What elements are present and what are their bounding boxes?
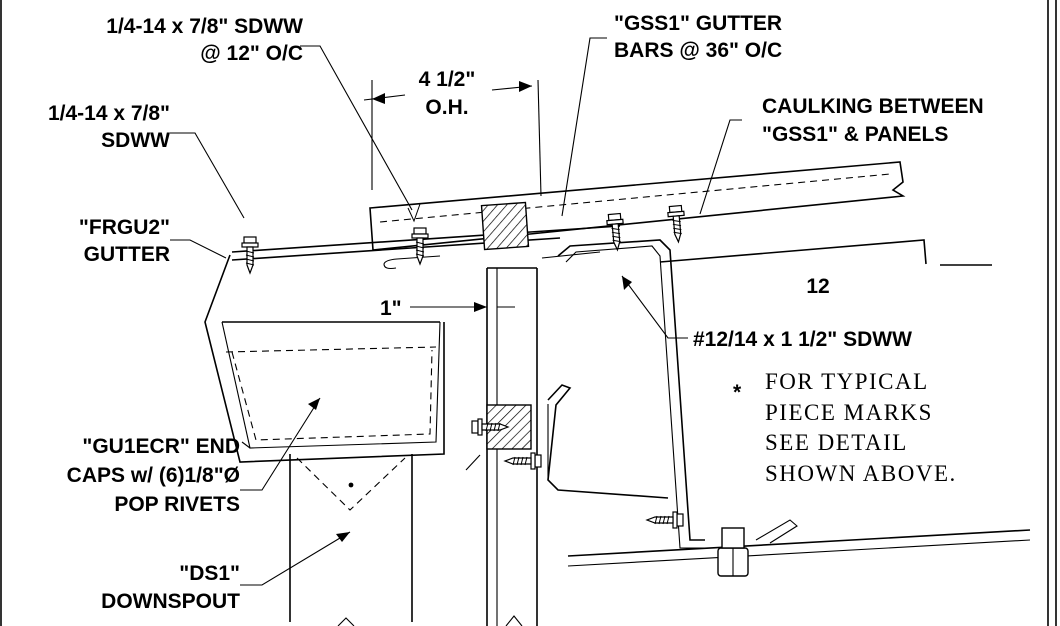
wall-column: [465, 251, 601, 626]
wood-block-top: [480, 201, 530, 251]
note-line2: PIECE MARKS: [765, 400, 933, 425]
screw-horizontal: [504, 452, 542, 470]
label-downspout-line2: DOWNSPOUT: [101, 590, 240, 613]
screw-left: [241, 236, 259, 274]
typical-piece-marks-note: * FOR TYPICAL PIECE MARKS SEE DETAIL SHO…: [733, 369, 957, 486]
label-overhang: 4 1/2" O.H.: [419, 68, 476, 119]
screw-caulking: [666, 204, 688, 244]
label-downspout: "DS1" DOWNSPOUT: [101, 562, 240, 613]
gap-dimension: [410, 302, 515, 312]
note-asterisk: *: [733, 381, 742, 404]
label-end-caps: "GU1ECR" END CAPS w/ (6)1/8"Ø POP RIVETS: [67, 435, 240, 516]
overhang-dimension: [363, 79, 542, 197]
label-overhang-line1: 4 1/2": [419, 68, 476, 91]
label-caulking-line1: CAULKING BETWEEN: [762, 95, 984, 118]
label-screw-left: 1/4-14 x 7/8" SDWW: [48, 102, 170, 152]
label-gutter-bars: "GSS1" GUTTER BARS @ 36" O/C: [614, 12, 782, 62]
note-line1: FOR TYPICAL: [765, 369, 929, 394]
label-end-caps-line1: "GU1ECR" END: [82, 435, 240, 458]
label-screw-oc-line2: @ 12" O/C: [200, 42, 303, 65]
gss1-gutter-bar: [547, 239, 705, 549]
note-line4: SHOWN ABOVE.: [765, 461, 957, 486]
label-screw-oc-line1: 1/4-14 x 7/8" SDWW: [106, 15, 303, 38]
label-screw-oc: 1/4-14 x 7/8" SDWW @ 12" O/C: [106, 15, 303, 65]
wood-block-wall: [486, 404, 532, 450]
bolt-nut: [717, 527, 749, 577]
label-screw-left-line1: 1/4-14 x 7/8": [48, 102, 170, 125]
label-caulking: CAULKING BETWEEN "GSS1" & PANELS: [762, 95, 984, 146]
screw-bracket: [605, 212, 627, 252]
label-downspout-line1: "DS1": [179, 562, 240, 585]
label-gap: 1": [380, 297, 402, 320]
note-line3: SEE DETAIL: [765, 430, 908, 455]
label-overhang-line2: O.H.: [425, 96, 468, 119]
label-gutter: "FRGU2" GUTTER: [79, 216, 170, 266]
screw-bottom: [646, 511, 684, 529]
frgu2-gutter: [204, 254, 445, 463]
label-screw-left-line2: SDWW: [101, 129, 170, 152]
label-end-caps-line3: POP RIVETS: [114, 493, 240, 516]
label-gutter-line1: "FRGU2": [79, 216, 170, 239]
label-caulking-line2: "GSS1" & PANELS: [762, 123, 948, 146]
label-screw-right: #12/14 x 1 1/2" SDWW: [693, 328, 912, 351]
ds1-downspout: [289, 454, 413, 626]
label-gutter-line2: GUTTER: [84, 243, 170, 266]
label-gutter-bars-line2: BARS @ 36" O/C: [614, 39, 782, 62]
label-gutter-bars-line1: "GSS1" GUTTER: [614, 12, 782, 35]
label-slope: 12: [806, 275, 829, 298]
label-end-caps-line2: CAPS w/ (6)1/8"Ø: [67, 464, 240, 487]
eave-strut: [567, 239, 1031, 567]
leader-lines: [170, 37, 742, 586]
